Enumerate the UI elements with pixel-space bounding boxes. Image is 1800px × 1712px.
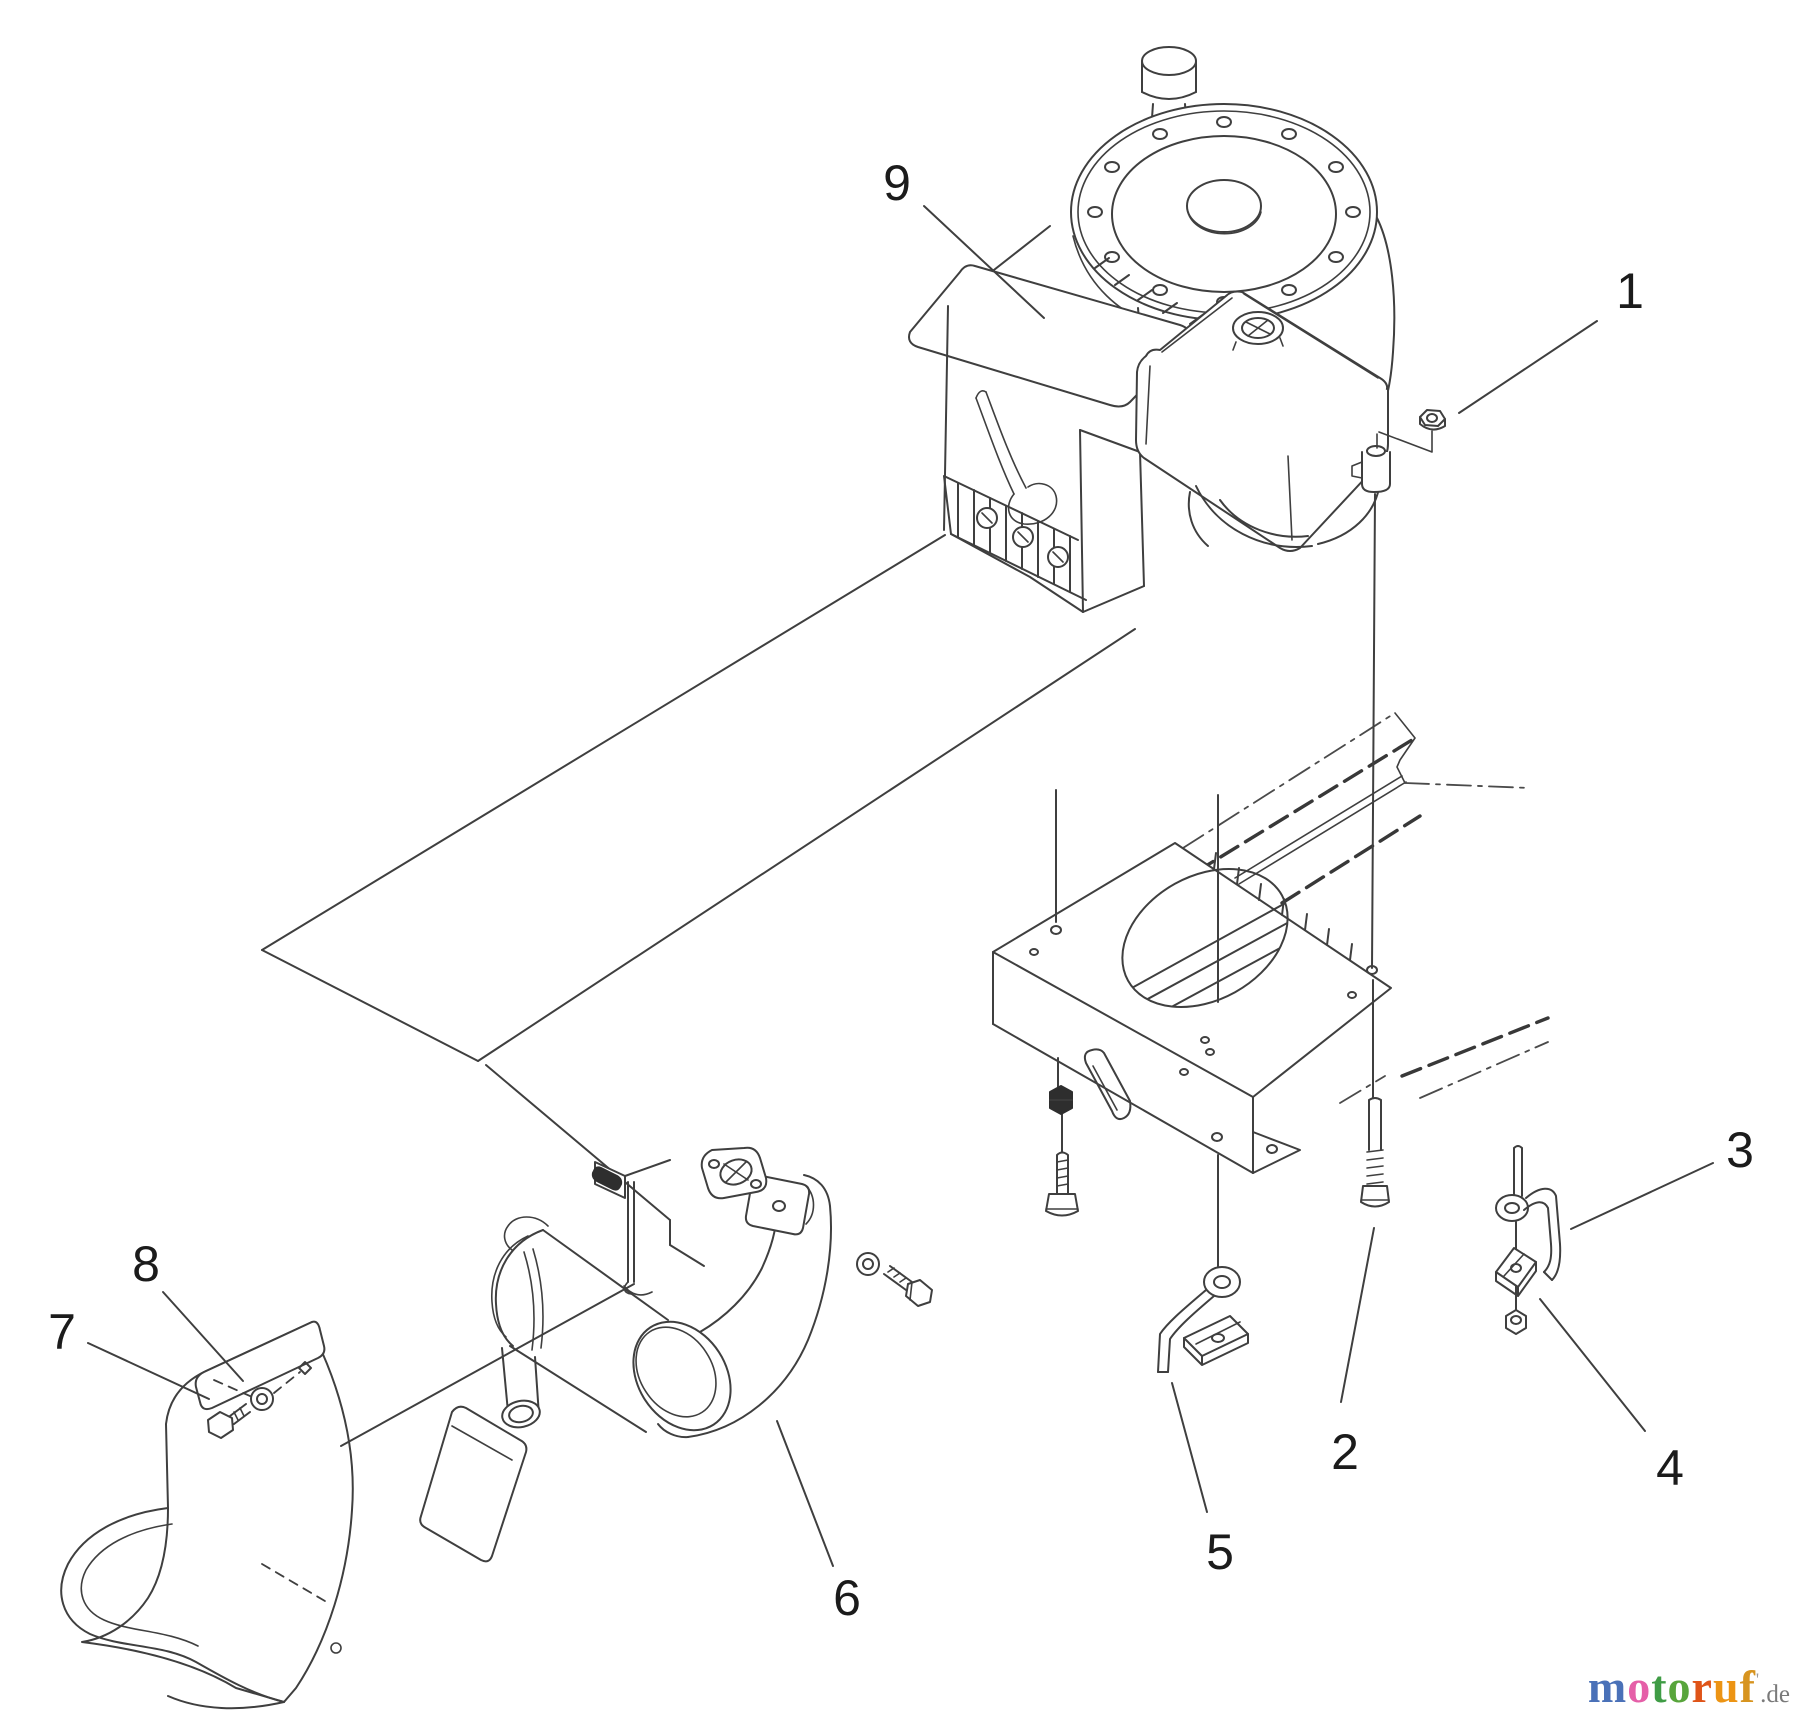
callout-leader-lines xyxy=(87,205,1714,1567)
callout-8: 8 xyxy=(132,1236,160,1292)
motoruf-logo[interactable]: motoruf'.de xyxy=(1588,1664,1790,1710)
muffler-assembly xyxy=(491,1146,933,1439)
callout-3: 3 xyxy=(1726,1122,1754,1178)
alignment-lines xyxy=(1055,493,1517,1317)
callout-7: 7 xyxy=(48,1304,76,1360)
logo-letter: o xyxy=(1667,1661,1692,1712)
callout-6: 6 xyxy=(833,1570,861,1626)
fuel-cap xyxy=(1232,311,1284,351)
logo-letter: u xyxy=(1712,1661,1740,1712)
shield-bolt-7 xyxy=(207,1403,251,1439)
callout-4: 4 xyxy=(1656,1440,1684,1496)
heat-shield-tab xyxy=(419,1405,528,1563)
housing-bolt-holes xyxy=(1087,116,1361,308)
section-plane-outline xyxy=(261,534,1136,1447)
callout-2: 2 xyxy=(1331,1424,1359,1480)
flange-nut-1 xyxy=(1419,409,1446,431)
logo-letter: r xyxy=(1691,1661,1713,1712)
bracket-4 xyxy=(1495,1247,1537,1297)
mounting-hardware xyxy=(1045,1085,1562,1373)
logo-trademark-tick: ' xyxy=(1755,1669,1761,1690)
bolt-2 xyxy=(1360,1097,1390,1208)
fuel-tank xyxy=(1135,290,1389,552)
shield-washer-8 xyxy=(250,1371,301,1411)
frame-rails xyxy=(1182,712,1550,1104)
nut-4 xyxy=(1505,1309,1527,1335)
engine-assembly xyxy=(908,46,1446,613)
hook-5 xyxy=(1157,1266,1241,1373)
locknut-left xyxy=(1049,1085,1073,1115)
muffler-body xyxy=(491,1216,732,1433)
logo-domain-suffix: .de xyxy=(1760,1681,1790,1708)
callout-5: 5 xyxy=(1206,1524,1234,1580)
logo-letter: f xyxy=(1739,1661,1756,1712)
flange-lock-washer xyxy=(856,1252,880,1276)
crankcase xyxy=(1187,485,1380,548)
engine-mount-fitting xyxy=(1351,430,1433,493)
callout-1: 1 xyxy=(1616,263,1644,319)
muffler-outlet-stub xyxy=(501,1347,541,1429)
mounting-plate xyxy=(992,842,1392,1174)
logo-letter: m xyxy=(1587,1661,1628,1712)
logo-letter: o xyxy=(1627,1661,1652,1712)
flange-bolt xyxy=(883,1265,933,1307)
bracket-5 xyxy=(1183,1315,1249,1366)
bolt-left xyxy=(1045,1151,1079,1217)
edge-hatching xyxy=(1213,852,1353,961)
callout-9: 9 xyxy=(883,155,911,211)
hook-3 xyxy=(1495,1145,1562,1281)
logo-letter: t xyxy=(1651,1661,1668,1712)
heat-shield-flange xyxy=(194,1320,326,1411)
exhaust-gasket xyxy=(700,1146,768,1200)
heat-shield xyxy=(60,1320,528,1710)
